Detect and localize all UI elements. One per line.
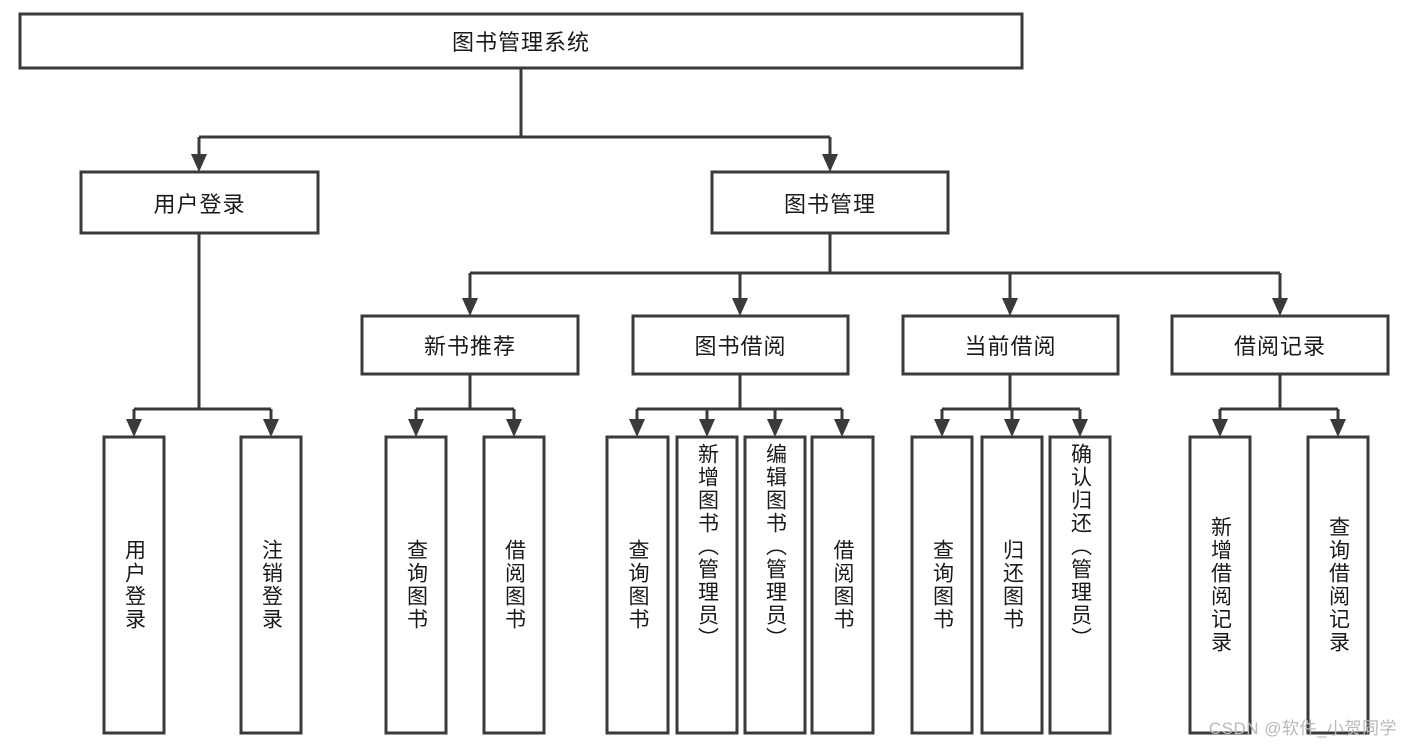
leaf-box-add-book-admin[interactable]	[675, 435, 739, 735]
leaf-box-query-book-borrow[interactable]	[605, 435, 670, 735]
arrowhead-user-login-leaf-2	[263, 419, 279, 437]
leaf-box-edit-book-admin[interactable]	[743, 435, 807, 735]
arrowhead-book-borrow-leaf-3	[767, 419, 783, 437]
arrowhead-borrow-record-leaf-1	[1212, 419, 1228, 437]
leaf-box-borrow-book[interactable]	[810, 435, 875, 735]
arrowhead-current-borrow-leaf-1	[934, 419, 950, 437]
node-level1-book-management-box[interactable]	[710, 170, 950, 235]
arrowhead-borrow-record-leaf-2	[1330, 419, 1346, 437]
arrowhead-to-current-borrow	[1002, 298, 1018, 316]
leaf-box-confirm-return-admin[interactable]	[1048, 435, 1112, 735]
arrowhead-new-book-recommend-leaf-1	[408, 419, 424, 437]
leaf-box-query-book-recommend[interactable]	[384, 435, 448, 735]
arrowhead-current-borrow-leaf-3	[1072, 419, 1088, 437]
leaf-box-borrow-book-recommend[interactable]	[482, 435, 546, 735]
arrowhead-to-borrow-record	[1272, 298, 1288, 316]
arrowhead-new-book-recommend-leaf-2	[506, 419, 522, 437]
leaf-box-logout-login[interactable]	[239, 435, 303, 735]
node-level1-user-login-box[interactable]	[79, 170, 320, 235]
node-level2-book-borrow-box[interactable]	[631, 314, 850, 376]
node-level2-current-borrow-box[interactable]	[901, 314, 1120, 376]
arrowhead-root-to-user-login	[191, 154, 207, 172]
leaf-box-query-borrow-record[interactable]	[1306, 435, 1370, 735]
arrowhead-book-borrow-leaf-4	[834, 419, 850, 437]
leaf-box-query-book-current[interactable]	[910, 435, 974, 735]
node-level2-borrow-record-box[interactable]	[1170, 314, 1390, 376]
leaf-box-user-login[interactable]	[102, 435, 166, 735]
arrowhead-user-login-leaf-1	[126, 419, 142, 437]
node-level2-new-book-recommend-box[interactable]	[360, 314, 580, 376]
leaf-box-return-book[interactable]	[980, 435, 1044, 735]
arrowhead-to-new-book-recommend	[462, 298, 478, 316]
arrowhead-book-borrow-leaf-2	[699, 419, 715, 437]
arrowhead-current-borrow-leaf-2	[1004, 419, 1020, 437]
node-root-box[interactable]	[18, 12, 1024, 70]
arrowhead-book-borrow-leaf-1	[629, 419, 645, 437]
leaf-box-add-borrow-record[interactable]	[1188, 435, 1252, 735]
arrowhead-root-to-book-management	[822, 154, 838, 172]
arrowhead-to-book-borrow	[732, 298, 748, 316]
